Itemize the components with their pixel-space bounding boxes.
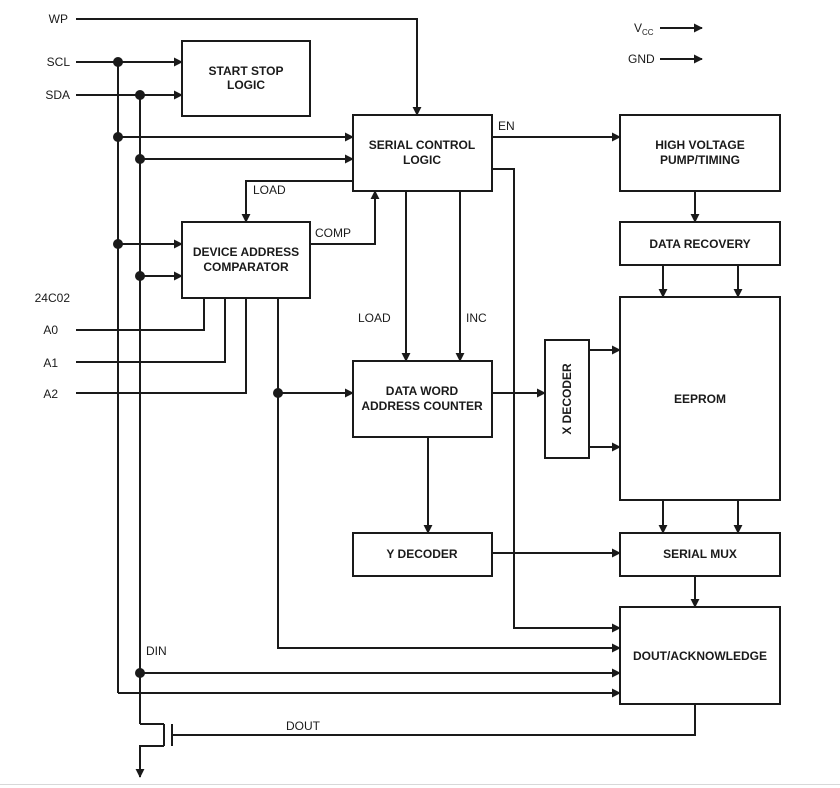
a2-wire [76, 298, 247, 394]
dout-transistor-source [135, 745, 164, 778]
junction-dot [135, 668, 145, 678]
block-label: HIGH VOLTAGE [655, 138, 745, 152]
block-dout-acknowledge: DOUT/ACKNOWLEDGE [619, 606, 781, 705]
power-legend: VCC GND [628, 21, 703, 66]
block-label: SERIAL MUX [663, 547, 737, 561]
block-start-stop-logic: START STOP LOGIC [181, 40, 311, 117]
junction-dot [135, 90, 145, 100]
signal-din-label: DIN [146, 644, 167, 658]
pin-wp-label: WP [49, 12, 68, 26]
pin-a1-label: A1 [43, 356, 58, 370]
a0-wire [76, 298, 205, 331]
block-y-decoder: Y DECODER [352, 532, 493, 577]
load-to-comparator [241, 180, 353, 223]
block-eeprom: EEPROM [619, 296, 781, 501]
signal-load-counter-label: LOAD [358, 311, 391, 325]
block-label: START STOP [209, 64, 284, 78]
block-label: X DECODER [560, 363, 574, 435]
pin-a2-label: A2 [43, 387, 58, 401]
block-label: DOUT/ACKNOWLEDGE [633, 649, 767, 663]
a1-wire [76, 298, 226, 363]
wires [76, 18, 743, 778]
junction-dot [273, 388, 283, 398]
pin-a0-label: A0 [43, 323, 58, 337]
block-data-word-address-counter: DATA WORD ADDRESS COUNTER [352, 360, 493, 438]
serial-control-to-dout-ack [492, 168, 621, 633]
junction-dot [135, 154, 145, 164]
dout-wire [172, 704, 696, 736]
bottom-rule [0, 784, 840, 785]
comp-to-serial-control [310, 190, 380, 245]
junction-dot [113, 132, 123, 142]
pin-scl-label: SCL [47, 55, 71, 69]
block-serial-control-logic: SERIAL CONTROL LOGIC [352, 114, 493, 192]
junction-dot [113, 239, 123, 249]
signal-dout-label: DOUT [286, 719, 321, 733]
block-label: DATA WORD [386, 384, 459, 398]
comparator-to-dout-ack [277, 298, 621, 653]
block-device-address-comparator: DEVICE ADDRESS COMPARATOR [181, 221, 311, 299]
wp-wire [76, 18, 422, 116]
block-label: ADDRESS COUNTER [361, 399, 483, 413]
block-label: DATA RECOVERY [649, 237, 750, 251]
block-label: SERIAL CONTROL [369, 138, 475, 152]
block-label: COMPARATOR [203, 260, 289, 274]
block-serial-mux: SERIAL MUX [619, 532, 781, 577]
junction-dot [135, 271, 145, 281]
part-number-label: 24C02 [35, 291, 71, 305]
block-x-decoder: X DECODER [544, 339, 590, 459]
block-label: LOGIC [227, 78, 265, 92]
vcc-label: VCC [634, 21, 654, 37]
signal-load-label: LOAD [253, 183, 286, 197]
block-high-voltage-pump: HIGH VOLTAGE PUMP/TIMING [619, 114, 781, 192]
signal-inc-label: INC [466, 311, 487, 325]
signal-en-label: EN [498, 119, 515, 133]
gnd-label: GND [628, 52, 655, 66]
block-label: EEPROM [674, 392, 726, 406]
junction-dot [113, 57, 123, 67]
block-label: DEVICE ADDRESS [193, 245, 299, 259]
junctions [113, 57, 283, 678]
signal-comp-label: COMP [315, 226, 351, 240]
pin-sda-label: SDA [45, 88, 70, 102]
block-label: LOGIC [403, 153, 441, 167]
block-label: Y DECODER [386, 547, 457, 561]
block-data-recovery: DATA RECOVERY [619, 221, 781, 266]
block-label: PUMP/TIMING [660, 153, 740, 167]
